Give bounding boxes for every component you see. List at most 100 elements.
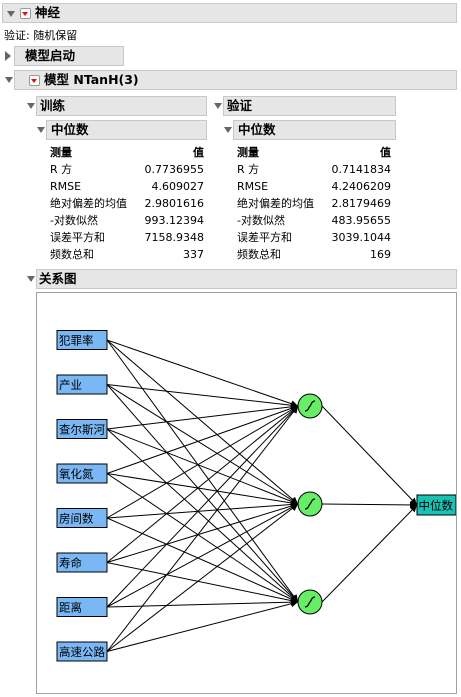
connection-edge (106, 339, 299, 603)
input-node-box (56, 508, 108, 528)
collapse-triangle-icon[interactable] (5, 77, 13, 83)
connection-edge (321, 504, 418, 603)
connection-edge (106, 339, 299, 505)
row-value: 483.95655 (331, 214, 392, 227)
input-node-box (56, 552, 108, 573)
table-row: -对数似然 483.95655 (237, 212, 391, 229)
validation-header[interactable]: 验证 (214, 96, 396, 116)
input-node: 氧化氮 (56, 463, 108, 484)
validation-title: 验证 (227, 98, 253, 113)
connection-edge (106, 501, 299, 519)
diagram-header[interactable]: 关系图 (27, 269, 457, 289)
input-node: 寿命 (56, 552, 108, 573)
connection-edge (106, 405, 299, 652)
connection-edge (106, 405, 299, 474)
training-median-header[interactable]: 中位数 (37, 120, 207, 140)
collapse-triangle-icon[interactable] (214, 103, 222, 109)
connection-edge (106, 562, 299, 605)
row-value: 993.12394 (144, 214, 205, 227)
connection-edge (106, 517, 299, 603)
tanh-activation-icon (304, 400, 316, 412)
connection-edge (106, 503, 299, 608)
table-header-row: 测量 值 (50, 144, 204, 161)
row-value: 169 (370, 248, 391, 261)
connection-edge (106, 598, 299, 608)
validation-median-header[interactable]: 中位数 (224, 120, 396, 140)
input-node-label: 距离 (59, 601, 82, 615)
input-node-box (56, 419, 108, 439)
input-node: 高速公路 (56, 641, 108, 662)
input-node-label: 寿命 (59, 556, 82, 570)
connection-edge (106, 403, 299, 430)
connection-edge (321, 405, 418, 506)
collapse-triangle-icon[interactable] (37, 127, 45, 133)
hidden-node (297, 491, 323, 517)
row-label: 频数总和 (237, 248, 281, 261)
connection-edge (106, 428, 299, 603)
row-label: 误差平方和 (237, 231, 292, 244)
output-node-box (416, 494, 456, 516)
tanh-activation-icon (304, 498, 316, 510)
row-value: 2.9801616 (144, 197, 205, 210)
collapse-triangle-icon[interactable] (7, 11, 15, 17)
input-node: 产业 (56, 374, 108, 395)
row-label: 绝对偏差的均值 (50, 197, 127, 210)
diagram-frame: 犯罪率产业查尔斯河氧化氮房间数寿命距离高速公路 中位数 (36, 292, 457, 694)
input-node-box (56, 597, 108, 617)
connection-edge (106, 428, 299, 505)
collapse-triangle-icon[interactable] (27, 276, 35, 282)
model-title: 模型 NTanH(3) (44, 72, 139, 87)
input-node: 犯罪率 (56, 330, 108, 350)
validation-method-label: 验证: 随机保留 (4, 29, 78, 42)
neural-section-header[interactable]: 神经 (2, 3, 457, 23)
row-label: -对数似然 (237, 214, 285, 227)
training-median-title: 中位数 (51, 122, 89, 137)
row-label: RMSE (50, 180, 82, 193)
row-label: 频数总和 (50, 248, 94, 261)
measure-column-header: 测量 (237, 146, 259, 159)
connection-edge (321, 501, 418, 509)
validation-median-title: 中位数 (238, 122, 276, 137)
row-value: 4.609027 (151, 180, 205, 193)
input-node-box (56, 463, 108, 484)
input-node-box (56, 641, 108, 662)
input-node-box (56, 330, 108, 350)
output-node: 中位数 (416, 494, 456, 516)
row-value: 3039.1044 (331, 231, 392, 244)
row-label: R 方 (237, 163, 260, 176)
tanh-activation-icon (304, 596, 316, 608)
model-section-header[interactable]: 模型 NTanH(3) (5, 70, 457, 90)
training-title: 训练 (40, 98, 66, 113)
red-triangle-menu-icon[interactable] (29, 75, 40, 86)
table-row: 误差平方和 3039.1044 (237, 229, 391, 246)
row-label: 绝对偏差的均值 (237, 197, 314, 210)
model-launch-header[interactable]: 模型启动 (5, 46, 124, 66)
collapse-triangle-icon[interactable] (27, 103, 35, 109)
connection-edge (106, 405, 299, 519)
input-node-label: 高速公路 (59, 645, 105, 659)
input-node-label: 房间数 (59, 512, 94, 526)
red-triangle-menu-icon[interactable] (20, 8, 31, 19)
row-label: 误差平方和 (50, 231, 105, 244)
connection-edge (106, 384, 299, 505)
connection-edge (106, 502, 299, 563)
expand-triangle-icon[interactable] (5, 51, 11, 61)
connection-edge (106, 473, 299, 507)
input-node-label: 查尔斯河 (59, 423, 105, 437)
hidden-node (297, 589, 323, 615)
collapse-triangle-icon[interactable] (224, 127, 232, 133)
training-header[interactable]: 训练 (27, 96, 207, 116)
connection-edge (106, 473, 299, 603)
table-header-row: 测量 值 (237, 144, 391, 161)
input-node: 查尔斯河 (56, 419, 108, 439)
row-label: RMSE (237, 180, 269, 193)
connection-edge (106, 384, 299, 409)
diagram-title: 关系图 (39, 271, 77, 286)
row-value: 7158.9348 (144, 231, 205, 244)
